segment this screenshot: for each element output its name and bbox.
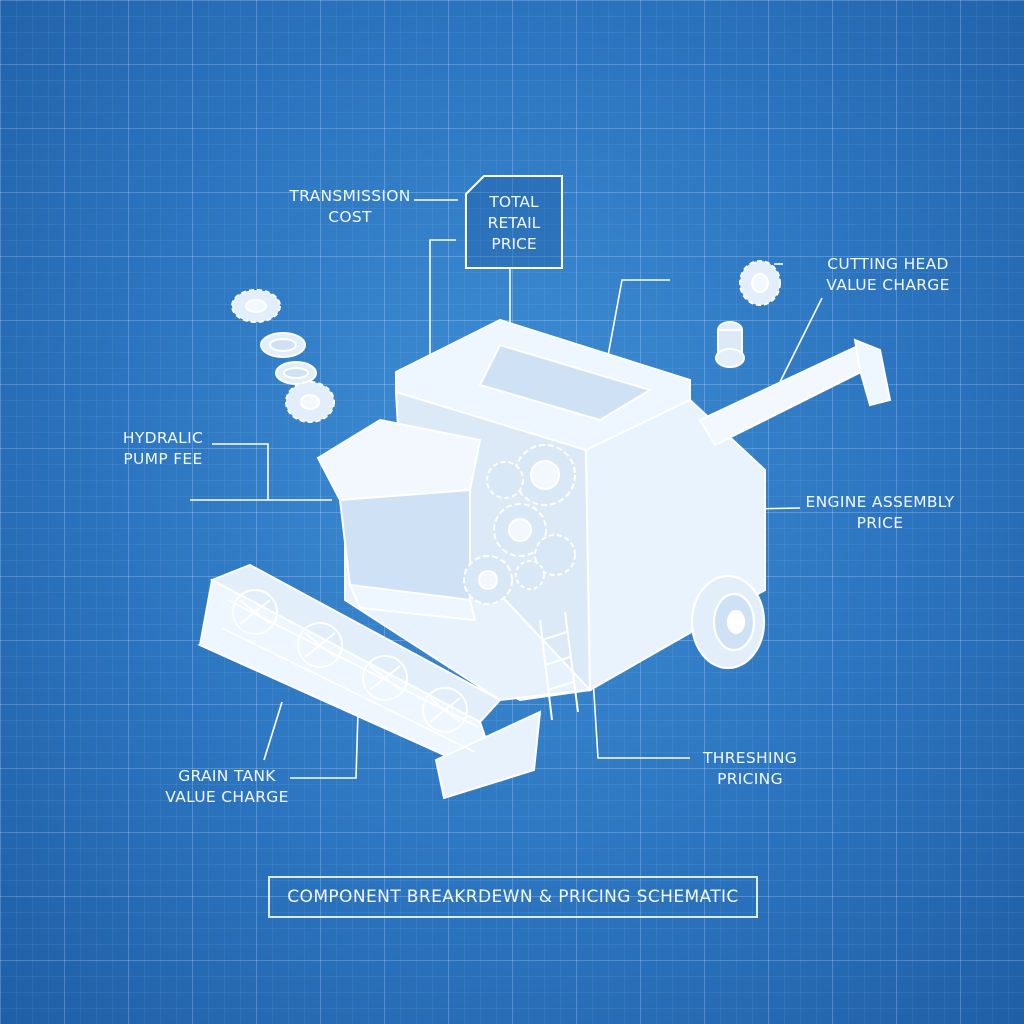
price-tag-line-3: PRICE	[491, 235, 537, 253]
callout-text: TRANSMISSION	[289, 187, 411, 205]
rear-wheel	[690, 574, 766, 670]
callout-text: PUMP FEE	[123, 450, 203, 468]
callout-text: CUTTING HEAD	[827, 255, 949, 273]
price-tag-line-1: TOTAL	[489, 193, 539, 211]
harvester-body	[316, 318, 892, 721]
callout-text: GRAIN TANK	[178, 767, 276, 785]
callout-cutting-head: CUTTING HEAD VALUE CHARGE	[818, 254, 958, 296]
callout-text: PRICE	[856, 514, 904, 532]
callout-text: THRESHING	[702, 749, 798, 767]
callout-text: COST	[328, 208, 372, 226]
schematic-title: COMPONENT BREAKRDEWN & PRICING SCHEMATIC	[268, 876, 758, 918]
price-tag-outline	[465, 175, 563, 269]
total-retail-price-tag: TOTAL RETAIL PRICE	[466, 176, 562, 268]
callout-engine-assembly: ENGINE ASSEMBLY PRICE	[800, 492, 960, 534]
exploded-parts-left	[231, 289, 335, 423]
callout-hydraulic-pump: HYDRALIC PUMP FEE	[108, 428, 218, 470]
callout-grain-tank: GRAIN TANK VALUE CHARGE	[160, 766, 294, 808]
drive-gears	[463, 444, 576, 605]
callout-transmission-cost: TRANSMISSION COST	[285, 186, 415, 228]
header-reel	[197, 563, 542, 800]
callout-text: VALUE CHARGE	[826, 276, 950, 294]
callout-text: ENGINE ASSEMBLY	[805, 493, 955, 511]
callout-text: HYDRALIC	[122, 429, 204, 447]
callout-text: PRICING	[717, 770, 783, 788]
callout-text: VALUE CHARGE	[165, 788, 289, 806]
price-tag-line-2: RETAIL	[487, 214, 541, 232]
callout-threshing-pricing: THRESHING PRICING	[690, 748, 810, 790]
exploded-parts-right	[715, 260, 781, 368]
